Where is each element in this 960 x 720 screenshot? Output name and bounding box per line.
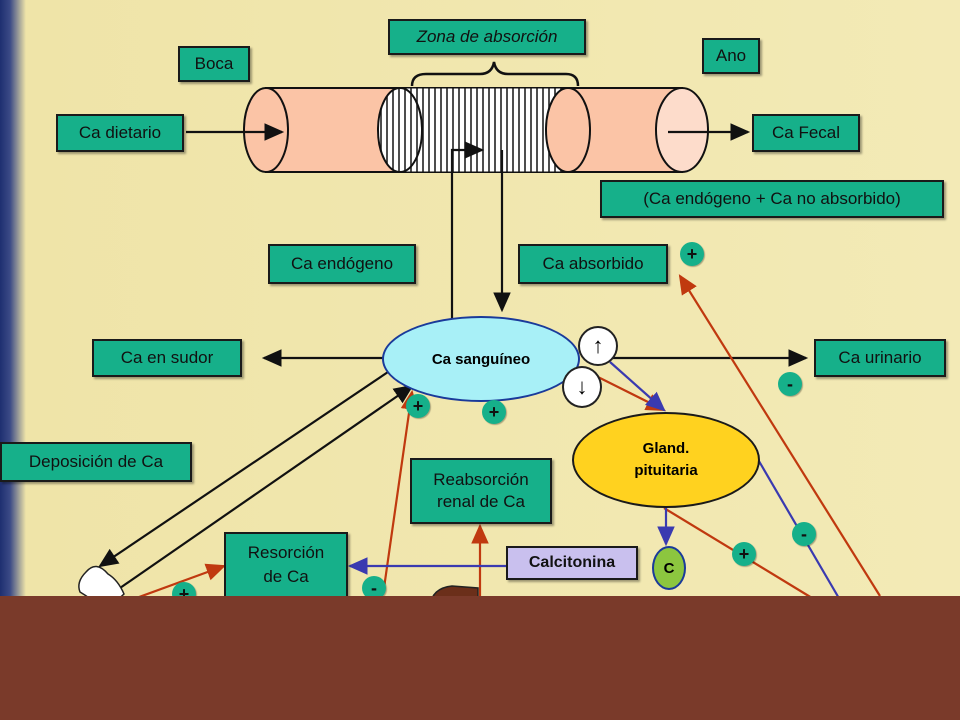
bottom-floor-band [0, 596, 960, 720]
label-ca-absorbido: Ca absorbido [518, 244, 668, 284]
plus-sign-absorbido: + [680, 242, 704, 266]
label-ca-sudor: Ca en sudor [92, 339, 242, 377]
label-ca-endogeno-nota: (Ca endógeno + Ca no absorbido) [600, 180, 944, 218]
label-ca-endogeno: Ca endógeno [268, 244, 416, 284]
red-arrow-to-absorbed [678, 274, 881, 597]
intestine-tube [243, 87, 709, 173]
plus-sign-blood-right: + [482, 400, 506, 424]
label-zona-absorcion: Zona de absorción [388, 19, 586, 55]
label-boca: Boca [178, 46, 250, 82]
label-ano: Ano [702, 38, 760, 74]
resorcion-line2: de Ca [263, 567, 309, 586]
arrow-deposition [98, 371, 389, 568]
label-deposicion: Deposición de Ca [0, 442, 192, 482]
arrow-bone-to-blood [119, 384, 414, 589]
arrow-endogenous [450, 141, 485, 318]
label-calcitonina: Calcitonina [506, 546, 638, 580]
up-arrow-icon: ↑ [578, 326, 618, 366]
red-arrow-resorption-to-blood [382, 389, 419, 589]
c-node: C [652, 546, 686, 590]
plus-sign-gland: + [732, 542, 756, 566]
gland-pituitaria-node: Gland. pituitaria [572, 412, 760, 508]
absorption-brace [410, 61, 580, 87]
label-ca-fecal: Ca Fecal [752, 114, 860, 152]
gland-line2: pituitaria [634, 462, 698, 479]
blue-arrow-blood-to-gland [609, 361, 666, 412]
label-ca-dietario: Ca dietario [56, 114, 184, 152]
ca-sanguineo-node: Ca sanguíneo [382, 316, 580, 402]
minus-sign-urinario: - [778, 372, 802, 396]
plus-sign-blood-left: + [406, 394, 430, 418]
label-reabsorcion-renal: Reabsorción renal de Ca [410, 458, 552, 524]
minus-sign-gland: - [792, 522, 816, 546]
reabsorcion-line2: renal de Ca [437, 492, 525, 511]
label-ca-urinario: Ca urinario [814, 339, 946, 377]
resorcion-line1: Resorción [247, 543, 325, 562]
down-arrow-icon: ↓ [562, 366, 602, 408]
gland-line1: Gland. [642, 440, 690, 457]
label-resorcion: Resorción de Ca [224, 532, 348, 598]
reabsorcion-line1: Reabsorción [433, 470, 529, 489]
